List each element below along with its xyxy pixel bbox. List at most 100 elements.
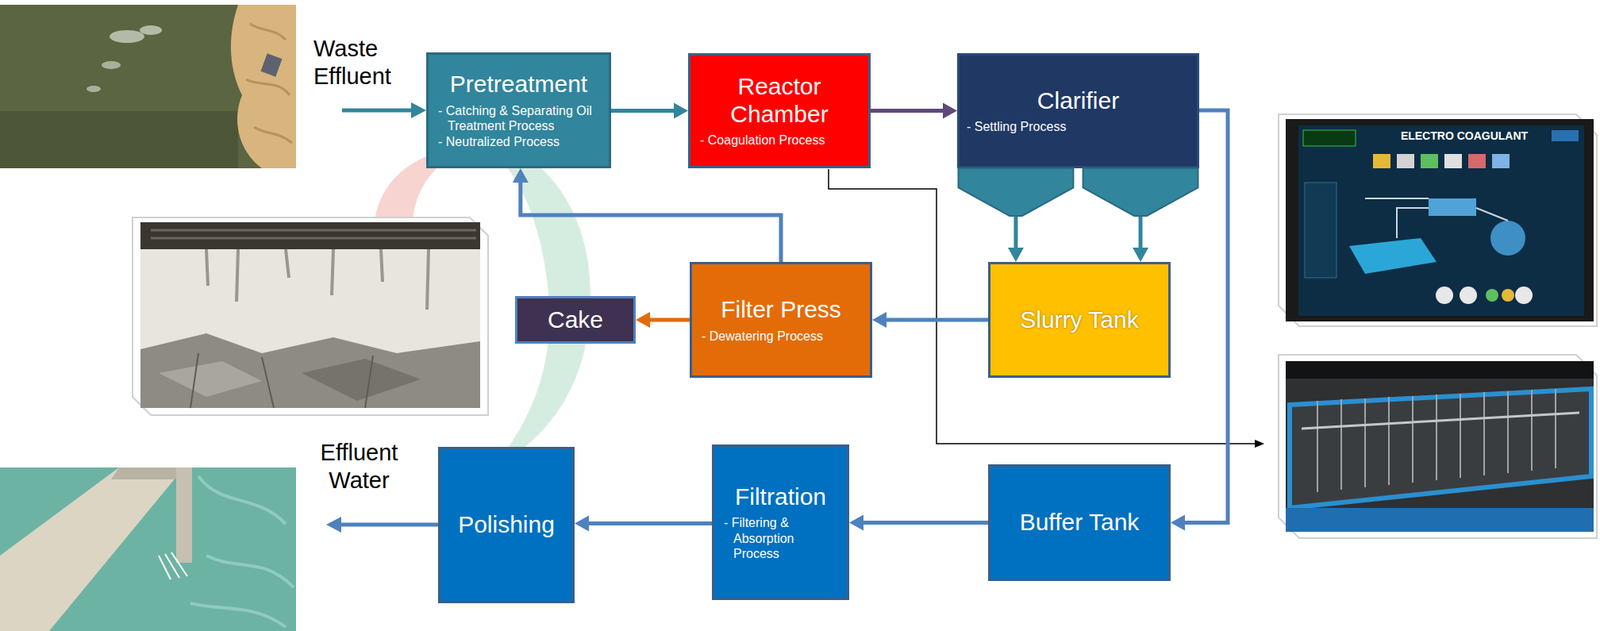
clarifier-hopper xyxy=(1083,168,1199,216)
foam-heap xyxy=(230,4,297,169)
reactor-photo xyxy=(1278,354,1597,539)
monitor-screen xyxy=(1298,125,1585,316)
foam-patch xyxy=(101,61,121,70)
connector-arrow xyxy=(1132,216,1149,262)
connector-arrow xyxy=(870,103,958,120)
process-box: Polishing xyxy=(438,446,575,604)
node-title: Filter Press xyxy=(700,296,862,324)
bus-bar xyxy=(1301,412,1580,429)
effluent-photo xyxy=(0,467,297,631)
inlet-arrow xyxy=(342,102,427,119)
connector-line xyxy=(870,108,946,113)
arrow-head xyxy=(1132,247,1149,262)
arrow-head xyxy=(1170,515,1185,531)
concrete-edge xyxy=(111,467,185,480)
photo-frame xyxy=(132,217,489,416)
waste-photo xyxy=(0,4,297,169)
outlet-head xyxy=(326,516,342,533)
foam-patch xyxy=(86,85,101,93)
arrow-head xyxy=(512,168,529,183)
output-box: Cake xyxy=(515,296,636,344)
arrow-head xyxy=(574,515,589,532)
connector-arrow xyxy=(574,515,712,532)
quit-button xyxy=(1551,130,1579,142)
connector-line xyxy=(647,318,690,323)
arrow-head xyxy=(673,103,689,120)
node-note: - Filtering & Absorption Process xyxy=(722,515,839,562)
foam-patch xyxy=(139,25,162,35)
node-title: Pretreatment xyxy=(436,70,601,99)
gauge-graphic xyxy=(1459,286,1477,304)
connector-arrow xyxy=(611,103,689,120)
cake-crack xyxy=(190,353,374,408)
clarifier-tank: Clarifier- Settling Process xyxy=(957,53,1200,217)
cake-photo xyxy=(132,217,489,416)
outlet-label: Effluent Water xyxy=(305,438,413,495)
connector-arrow xyxy=(1007,216,1024,262)
connector-line xyxy=(520,180,781,262)
arrow-head xyxy=(1007,247,1024,262)
leader-line xyxy=(828,169,1265,448)
inlet-line xyxy=(342,108,414,113)
cake-slab xyxy=(301,358,421,401)
process-box: Pretreatment - Catching & Separating Oil … xyxy=(426,52,612,169)
photo-ground xyxy=(1285,361,1594,532)
side-panel xyxy=(1304,182,1337,278)
node-title: Polishing xyxy=(448,511,565,539)
foam-texture xyxy=(246,23,293,143)
cake-drip xyxy=(206,249,429,310)
process-box: Filter Press - Dewatering Process xyxy=(689,261,873,378)
press-rail xyxy=(150,230,477,239)
press-plates xyxy=(140,222,481,250)
tank-box: Slurry Tank xyxy=(988,261,1171,378)
node-title: Buffer Tank xyxy=(998,508,1161,537)
clarifier-body xyxy=(958,54,1199,168)
cake-slab xyxy=(140,333,481,408)
node-note: - Dewatering Process xyxy=(700,328,862,344)
connector-line xyxy=(1013,216,1018,250)
leader-path xyxy=(828,169,1255,444)
node-title: Cake xyxy=(525,306,626,335)
screen-icon xyxy=(1444,153,1462,169)
concrete-post xyxy=(176,467,193,563)
inlet-head xyxy=(411,102,427,119)
connector-arrow xyxy=(635,311,690,328)
photo-frame xyxy=(1278,114,1597,327)
clarifier-outline xyxy=(957,53,1200,217)
inlet-label: Waste Effluent xyxy=(313,34,417,91)
connector-line xyxy=(1138,216,1143,250)
photo-ground xyxy=(0,4,297,169)
electrode-plates xyxy=(1317,388,1556,493)
status-lamp xyxy=(1485,288,1499,302)
node-title: Clarifier xyxy=(965,87,1192,116)
node-note: - Catching & Separating Oil Treatment Pr… xyxy=(436,103,601,134)
photo-shade xyxy=(0,111,239,169)
cake-slab xyxy=(158,361,262,397)
pipe-graphic xyxy=(1365,198,1508,239)
screen-icon xyxy=(1468,153,1486,169)
concrete-beam xyxy=(0,467,185,631)
arrow-head xyxy=(942,103,958,120)
arrow-head xyxy=(849,515,864,531)
water-ripple xyxy=(190,476,294,627)
reactor-graphic xyxy=(1428,198,1477,216)
outlet-arrow xyxy=(326,516,439,533)
arrow-head xyxy=(872,311,887,328)
node-title: Filtration xyxy=(722,483,839,512)
tank-box: Buffer Tank xyxy=(988,464,1171,581)
leader-head xyxy=(1254,439,1265,448)
trench-cover xyxy=(1285,361,1594,379)
screen-icon xyxy=(1373,153,1391,169)
connector-arrow xyxy=(512,168,781,262)
photo-frame xyxy=(1278,354,1597,539)
tub-wall xyxy=(1285,507,1594,532)
connector-arrow xyxy=(872,311,989,328)
water-splash xyxy=(158,552,188,580)
connector-line xyxy=(884,318,989,323)
monitor-body xyxy=(1285,119,1594,322)
hmi-photo xyxy=(1278,114,1597,327)
screen-icon xyxy=(1420,153,1439,169)
node-title: Reactor Chamber xyxy=(698,73,861,128)
outlet-line xyxy=(339,523,439,527)
